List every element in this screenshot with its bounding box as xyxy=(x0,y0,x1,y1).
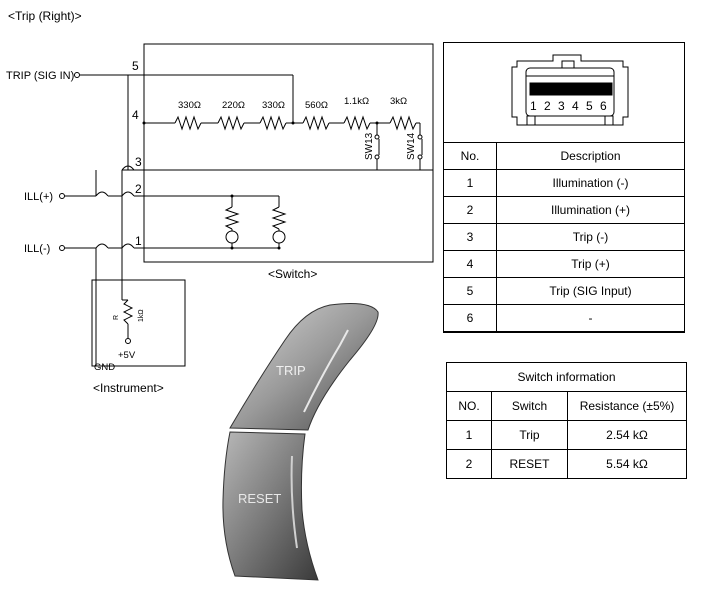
connector-icon xyxy=(511,54,629,126)
switch-name: Trip xyxy=(491,420,568,450)
pin-description: - xyxy=(496,304,685,332)
pin-no: 3 xyxy=(443,223,497,251)
resistor-label: 1.1kΩ xyxy=(344,96,369,107)
table-row: 6 - xyxy=(443,304,685,332)
resistor-label: 330Ω xyxy=(262,100,285,111)
connector-pin-number: 4 xyxy=(572,99,579,113)
pin-table: No. Description 1 Illumination (-) 2 Ill… xyxy=(443,142,685,332)
gnd-label: GND xyxy=(94,362,115,373)
table-title-row: Switch information xyxy=(446,362,687,392)
column-header: Description xyxy=(496,142,685,170)
switch-caption: <Switch> xyxy=(268,267,317,281)
pin-no: 1 xyxy=(443,169,497,197)
table-row: 1 Trip 2.54 kΩ xyxy=(446,420,687,450)
pin-label: 2 xyxy=(135,182,142,196)
sw14-label: SW14 xyxy=(406,132,417,160)
column-header: Switch xyxy=(491,391,568,421)
trip-reset-switch-illustration: TRIP RESET xyxy=(222,303,379,581)
switch-info-title: Switch information xyxy=(446,362,687,392)
table-header-row: No. Description xyxy=(443,142,685,170)
pin-label: 5 xyxy=(132,59,139,73)
switch-name: RESET xyxy=(491,449,568,479)
table-row: 2 RESET 5.54 kΩ xyxy=(446,449,687,479)
switch-box xyxy=(143,43,434,263)
switch-no: 1 xyxy=(446,420,492,450)
connector-pin-number: 1 xyxy=(530,99,537,113)
column-header: NO. xyxy=(446,391,492,421)
pin-no: 4 xyxy=(443,250,497,278)
pin-description: Trip (SIG Input) xyxy=(496,277,685,305)
resistor-label: 3kΩ xyxy=(390,96,407,107)
plus5v-label: +5V xyxy=(118,350,136,361)
instrument-box xyxy=(91,279,186,367)
column-header: No. xyxy=(443,142,497,170)
switch-resistance: 2.54 kΩ xyxy=(567,420,687,450)
switch-info-table: Switch information NO. Switch Resistance… xyxy=(446,362,687,479)
pin-description: Illumination (+) xyxy=(496,196,685,224)
table-row: 3 Trip (-) xyxy=(443,223,685,251)
pin-label: 3 xyxy=(135,155,142,169)
page-title: <Trip (Right)> xyxy=(8,9,82,23)
pin-no: 2 xyxy=(443,196,497,224)
switch-resistance: 5.54 kΩ xyxy=(567,449,687,479)
table-header-row: NO. Switch Resistance (±5%) xyxy=(446,391,687,421)
connector-pin-number: 2 xyxy=(544,99,551,113)
table-row: 2 Illumination (+) xyxy=(443,196,685,224)
pin-no: 5 xyxy=(443,277,497,305)
resistor-label: 560Ω xyxy=(305,100,328,111)
trip-sig-in-label: TRIP (SIG IN) xyxy=(6,70,74,82)
r-label: R xyxy=(113,315,120,320)
resistor-label: 330Ω xyxy=(178,100,201,111)
instrument-caption: <Instrument> xyxy=(93,381,164,395)
trip-button-label: TRIP xyxy=(276,363,306,378)
table-row: 1 Illumination (-) xyxy=(443,169,685,197)
table-row: 4 Trip (+) xyxy=(443,250,685,278)
table-row: 5 Trip (SIG Input) xyxy=(443,277,685,305)
connector-pin-number: 5 xyxy=(586,99,593,113)
pin-no: 6 xyxy=(443,304,497,332)
r-value-label: 1kΩ xyxy=(138,309,145,322)
ill-minus-label: ILL(-) xyxy=(24,243,50,255)
connector-pin-number: 3 xyxy=(558,99,565,113)
resistor-label: 220Ω xyxy=(222,100,245,111)
column-header: Resistance (±5%) xyxy=(567,391,687,421)
pin-description: Trip (+) xyxy=(496,250,685,278)
pin-description: Trip (-) xyxy=(496,223,685,251)
pin-description: Illumination (-) xyxy=(496,169,685,197)
ill-plus-label: ILL(+) xyxy=(24,191,53,203)
pin-label: 1 xyxy=(135,234,142,248)
connector-pin-number: 6 xyxy=(600,99,607,113)
switch-no: 2 xyxy=(446,449,492,479)
reset-button-label: RESET xyxy=(238,491,281,506)
sw13-label: SW13 xyxy=(364,132,375,160)
pin-label: 4 xyxy=(132,108,139,122)
